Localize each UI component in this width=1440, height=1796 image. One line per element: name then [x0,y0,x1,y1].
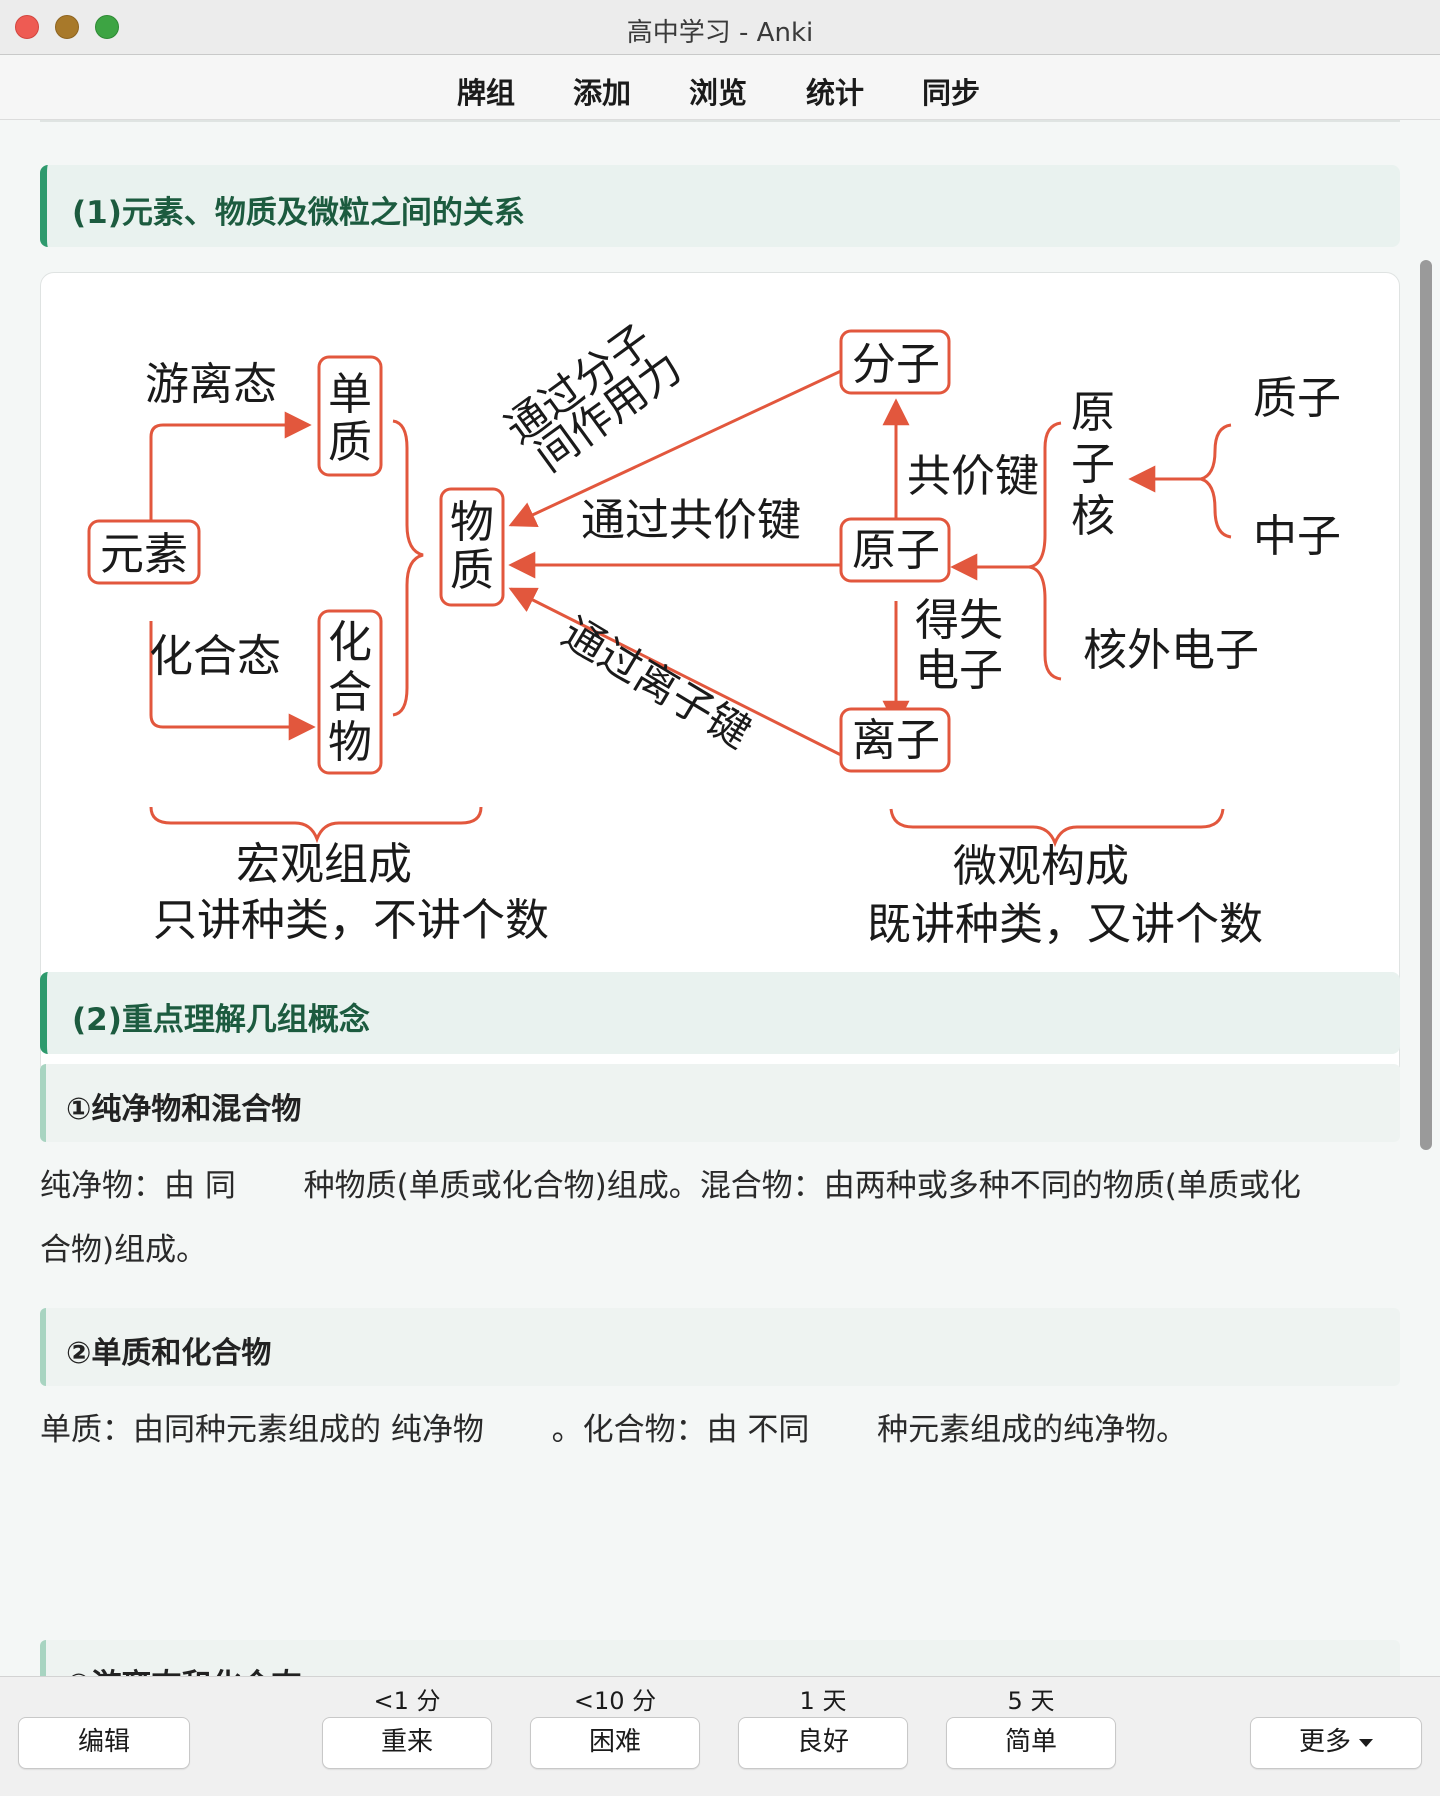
easy-interval: 5 天 [1007,1687,1055,1715]
pure-mixture-paragraph: 纯净物：由 同 种物质(单质或化合物)组成。混合物：由两种或多种不同的物质(单质… [40,1154,1400,1282]
section-heading-2: (2)重点理解几组概念 [40,972,1400,1054]
card-content[interactable]: (1)元素、物质及微粒之间的关系 [0,120,1440,1676]
free-state-arrow [149,411,312,541]
ion-box [839,707,951,773]
subsection-heading-1-text: ①纯净物和混合物 [66,1092,302,1127]
relationship-diagram: 元素 游离态 化合态 分子 原子 离子 通过共价键 共价键 得失 电子 质子 中… [40,272,1400,1078]
toolbar-stats-link[interactable]: 统计 [806,76,865,110]
easy-button[interactable]: 简单 [946,1717,1116,1769]
close-window-button[interactable] [15,15,39,39]
ion-to-substance-arrow [508,587,842,757]
vertical-scrollbar[interactable] [1420,260,1432,1150]
ionic-edge-label: 通过离子键 [554,608,759,758]
more-button[interactable]: 更多 [1250,1717,1422,1769]
answer-bar: 编辑 <1 分 重来 <10 分 困难 1 天 良好 5 天 简单 更多 [0,1676,1440,1796]
ion-label: 离子 [852,715,940,766]
nucleus-brace-lower [1200,477,1232,539]
pure-mixture-text-a: 纯净物：由 同 [40,1168,246,1204]
atom-box [839,517,951,583]
proton-label: 质子 [1253,373,1341,424]
maximize-window-button[interactable] [95,15,119,39]
good-button[interactable]: 良好 [738,1717,908,1769]
micro-title-label: 微观构成 [953,841,1129,892]
subsection-heading-1: ①纯净物和混合物 [40,1064,1400,1142]
toolbar-decks-link[interactable]: 牌组 [457,76,516,110]
compound-label: 化合物 [328,617,372,768]
subsection-heading-3-text: ③游离态和化合态 [66,1660,301,1676]
main-toolbar: 牌组 添加 浏览 统计 同步 [0,56,1440,120]
macro-brace [149,806,483,844]
simple-compound-paragraph: 单质：由同种元素组成的 纯净物 。化合物：由 不同 种元素组成的纯净物。 [40,1398,1400,1462]
micro-brace [889,808,1225,848]
window-title-bar: 高中学习 - Anki [0,0,1440,55]
gain-lose-line2-label: 电子 [915,645,1003,696]
subsection-heading-3: ③游离态和化合态 [40,1640,1400,1676]
micro-desc-label: 既讲种类，又讲个数 [867,899,1263,950]
window-title: 高中学习 - Anki [626,18,814,48]
neutron-label: 中子 [1253,511,1341,562]
hard-interval: <10 分 [573,1687,657,1715]
combined-state-label: 化合态 [149,631,281,682]
again-interval: <1 分 [373,1687,441,1715]
content-divider [40,120,1400,122]
gain-lose-line1-label: 得失 [915,595,1003,646]
pure-mixture-text-c: 合物)组成。 [40,1232,208,1268]
chevron-down-icon [1359,1738,1373,1747]
subsection-heading-2: ②单质和化合物 [40,1308,1400,1386]
atom-structure-arrow [950,421,1062,581]
element-label: 元素 [100,529,188,580]
compound-box [317,609,383,775]
substance-label: 物质 [450,497,494,596]
simple-substance-box [317,355,383,477]
molecule-box [839,329,951,395]
more-button-label: 更多 [1298,1727,1351,1757]
covalent-bond-label: 共价键 [907,451,1039,502]
toolbar-sync-link[interactable]: 同步 [922,76,981,110]
toolbar-add-link[interactable]: 添加 [573,76,632,110]
extranuclear-electron-label: 核外电子 [1083,625,1259,676]
macro-title-label: 宏观组成 [236,839,412,890]
section-heading-1: (1)元素、物质及微粒之间的关系 [40,165,1400,247]
atom-structure-brace-lower [1028,565,1062,681]
again-button[interactable]: 重来 [322,1717,492,1769]
atom-label: 原子 [852,525,940,576]
molecule-to-substance-arrow [508,369,842,527]
section-heading-2-text: (2)重点理解几组概念 [72,1002,370,1038]
free-state-label: 游离态 [145,359,277,410]
simple-compound-text-b: 。化合物：由 不同 [541,1412,820,1448]
edit-button[interactable]: 编辑 [18,1717,190,1769]
minimize-window-button[interactable] [55,15,79,39]
pure-mixture-text-b: 种物质(单质或化合物)组成。混合物：由两种或多种不同的物质(单质或化 [293,1168,1301,1204]
subsection-heading-2-text: ②单质和化合物 [66,1336,272,1371]
toolbar-browse-link[interactable]: 浏览 [689,76,748,110]
molecule-label: 分子 [852,339,940,390]
simple-compound-text-a: 单质：由同种元素组成的 纯净物 [40,1412,494,1448]
simple-substance-label: 单质 [328,369,372,468]
nucleus-arrow [1128,423,1232,493]
substance-box [439,487,505,607]
macro-desc-label: 只讲种类，不讲个数 [153,895,549,946]
good-interval: 1 天 [799,1687,847,1715]
covalent-edge-label: 通过共价键 [581,495,801,546]
combined-state-arrow [149,621,316,741]
section-heading-1-text: (1)元素、物质及微粒之间的关系 [72,195,525,231]
element-box [87,519,201,585]
nucleus-label: 原子核 [1071,387,1115,542]
simple-compound-text-c: 种元素组成的纯净物。 [867,1412,1188,1448]
diagram-svg: 元素 游离态 化合态 分子 原子 离子 通过共价键 共价键 得失 电子 质子 中… [87,315,1341,950]
hard-button[interactable]: 困难 [530,1717,700,1769]
substance-brace [392,419,424,717]
